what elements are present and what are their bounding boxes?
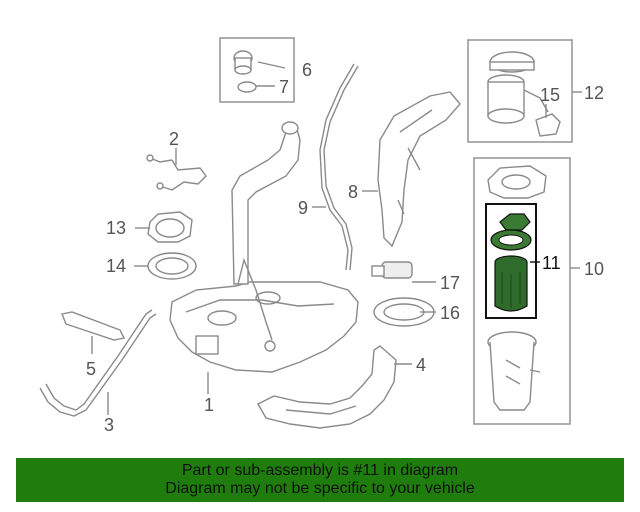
callout-16: 16 [440, 303, 461, 323]
callout-14: 14 [106, 256, 127, 276]
filler-cap-part-6 [233, 50, 286, 75]
lock-ring-part-16 [373, 297, 436, 327]
seal-ring-part-11 [490, 229, 532, 251]
pump-housing-part-10 [487, 331, 541, 411]
shield-part-8 [362, 91, 461, 248]
pump-module-top [487, 165, 547, 199]
connector-part-17 [371, 261, 436, 283]
callout-12: 12 [584, 83, 605, 103]
callout-6: 6 [302, 60, 313, 80]
callout-5: 5 [86, 359, 97, 379]
callout-4: 4 [416, 355, 427, 375]
callout-13: 13 [106, 218, 127, 238]
callout-17: 17 [440, 273, 461, 293]
fuel-tank-part-1 [169, 281, 359, 394]
callout-8: 8 [348, 182, 359, 202]
banner-line-part: Part or sub-assembly is #11 in diagram [181, 462, 459, 479]
sensor-part-2 [146, 148, 207, 191]
callout-3: 3 [104, 415, 115, 435]
callout-15: 15 [540, 85, 561, 105]
banner-line-disclaimer: Diagram may not be specific to your vehi… [165, 480, 475, 497]
fuel-pump-part-11 [494, 255, 528, 312]
callout-2: 2 [169, 129, 180, 149]
callout-9: 9 [298, 198, 309, 218]
sending-unit-part-12 [487, 51, 549, 124]
filler-neck [231, 121, 301, 341]
bracket-part-5 [61, 311, 126, 354]
vent-line-part-9 [312, 63, 359, 271]
callout-1: 1 [204, 395, 215, 415]
sensor-part-15 [535, 104, 561, 137]
lock-ring-part-13 [135, 211, 193, 243]
heat-shield-part-4 [257, 345, 412, 429]
callout-7: 7 [279, 77, 290, 97]
seal-ring-part-7 [237, 81, 275, 93]
part-info-banner: Part or sub-assembly is #11 in diagram D… [16, 458, 624, 502]
callout-11: 11 [542, 253, 561, 273]
seal-part-14 [134, 252, 197, 280]
callout-10: 10 [584, 259, 605, 279]
strap-part-3 [39, 309, 157, 417]
part-6-7-box [219, 37, 295, 103]
